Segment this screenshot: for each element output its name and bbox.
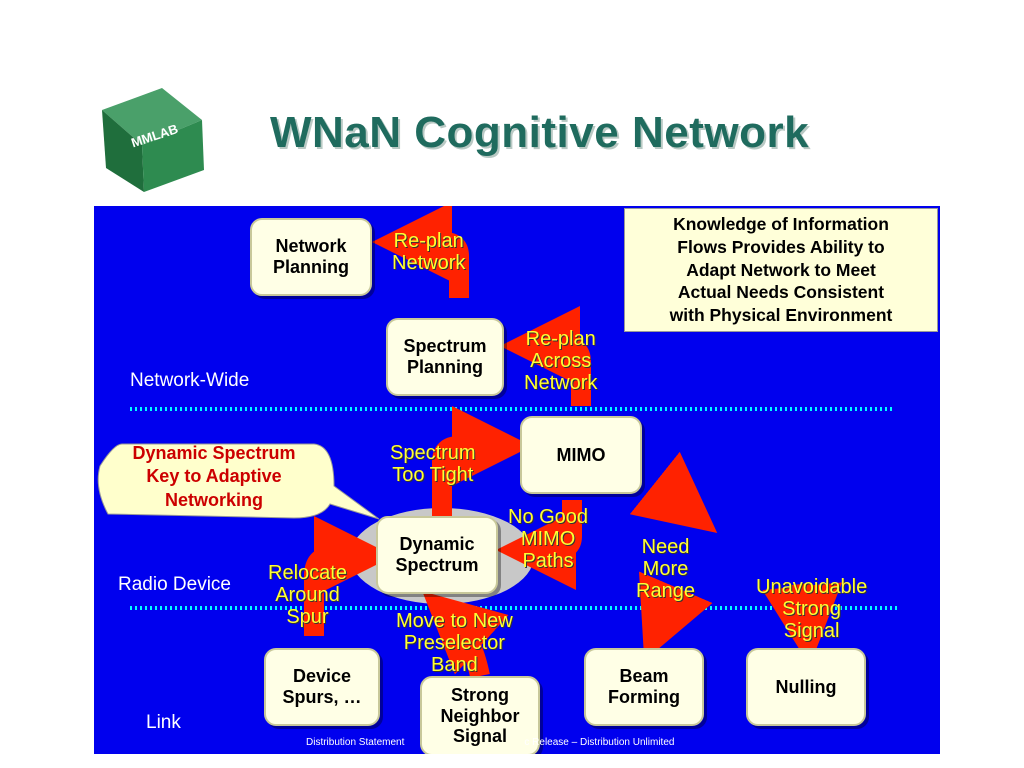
node-nulling: Nulling [746,648,866,726]
arrow-need-more-range-2 [638,571,713,661]
arrow-need-more-range-1 [629,451,718,533]
mmlab-logo: MMLAB [102,88,204,192]
logo-left-face [102,110,144,192]
arrow-move-to-new [422,591,509,679]
info-line: Knowledge of Information [673,214,889,235]
arrow-replan-across [500,306,591,406]
info-line: with Physical Environment [669,305,893,326]
callout-line: Dynamic Spectrum [132,443,296,463]
info-line: Flows Provides Ability to [677,236,885,257]
callout-line: Networking [164,489,263,510]
info-line: Adapt Network to Meet [686,259,876,280]
logo-front-face [142,120,204,192]
arrow-spectrum-too-tight [432,406,532,516]
info-line: Actual Needs Consistent [677,282,885,303]
logo-top-face [102,88,202,145]
level-link: Link [146,712,181,733]
callout-bubble [97,443,380,520]
arrow-replan-network [372,206,469,298]
level-radio-device: Radio Device [118,574,231,595]
arrow-relocate [304,516,394,636]
page-title: WNaN Cognitive Network [270,108,810,157]
level-network-wide: Network-Wide [130,370,250,391]
node-mimo: MIMO [520,416,642,494]
arrow-no-good-mimo [496,500,582,590]
callout-line: Key to Adaptive [146,466,282,487]
diagram-panel: Knowledge of Information Flows Provides … [94,206,940,754]
callout-text: Dynamic Spectrum Key to Adaptive Network… [104,442,324,512]
arrow-unavoidable [762,582,843,666]
info-box: Knowledge of Information Flows Provides … [624,208,938,332]
